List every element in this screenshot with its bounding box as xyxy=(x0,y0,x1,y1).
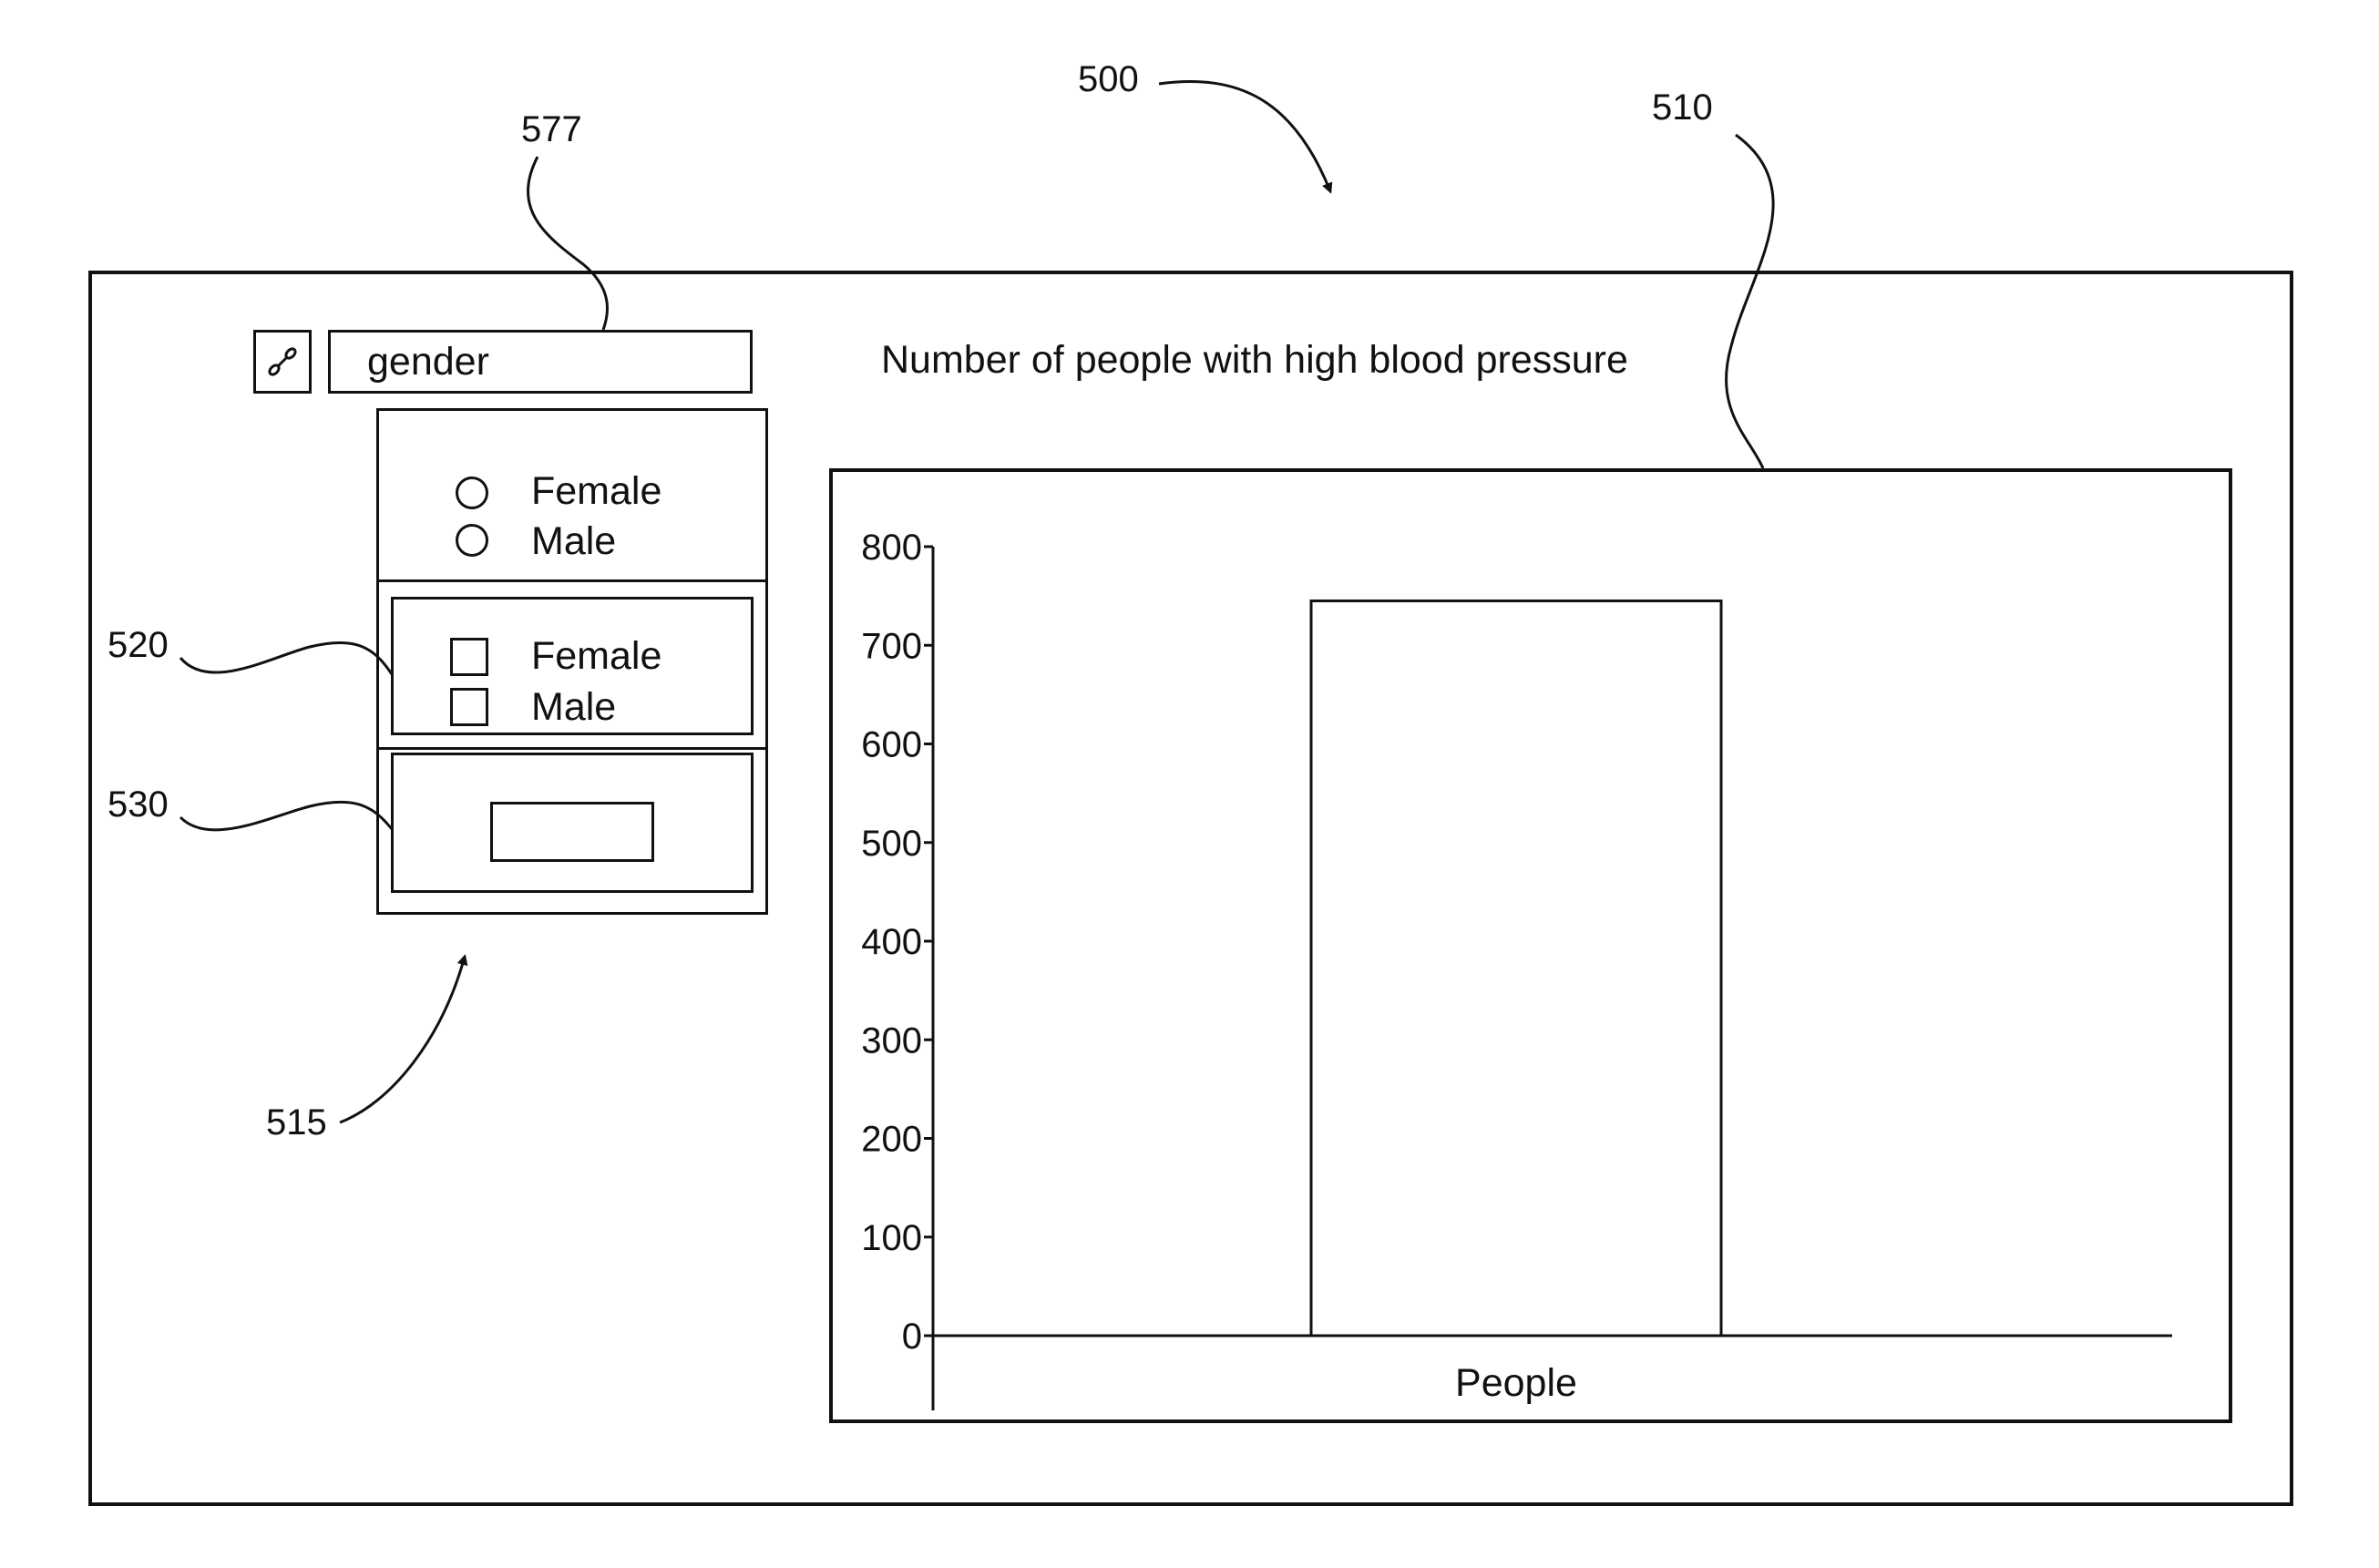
chart-panel: 0 100 200 300 400 500 600 700 800 People xyxy=(829,468,2232,1423)
x-axis: People xyxy=(933,1336,2172,1405)
bar xyxy=(1311,601,1721,1336)
ref-510: 510 xyxy=(1652,89,1713,126)
link-icon xyxy=(264,343,301,380)
y-tick-label: 500 xyxy=(861,824,922,864)
filter-panel: Female Male Female Male xyxy=(376,408,768,915)
radio-female[interactable] xyxy=(456,477,488,509)
bars xyxy=(1311,601,1721,1336)
ref-500: 500 xyxy=(1078,61,1139,97)
leader-500 xyxy=(1159,82,1330,191)
chart-title: Number of people with high blood pressur… xyxy=(881,341,1628,380)
radio-female-label: Female xyxy=(531,472,661,511)
y-tick-label: 700 xyxy=(861,626,922,666)
y-tick-label: 600 xyxy=(861,725,922,765)
link-button[interactable] xyxy=(253,330,312,394)
bar-chart: 0 100 200 300 400 500 600 700 800 People xyxy=(833,472,2229,1419)
y-axis: 0 100 200 300 400 500 600 700 800 xyxy=(861,528,933,1410)
y-tick-label: 100 xyxy=(861,1218,922,1258)
panel-divider xyxy=(379,579,765,582)
x-category-label: People xyxy=(1455,1361,1577,1405)
ref-577: 577 xyxy=(521,111,582,148)
radio-male-label: Male xyxy=(531,522,616,561)
y-tick-label: 400 xyxy=(861,922,922,962)
radio-male[interactable] xyxy=(456,524,488,557)
y-tick-label: 200 xyxy=(861,1120,922,1160)
checkbox-female-label: Female xyxy=(531,637,661,676)
y-tick-label: 0 xyxy=(902,1317,922,1357)
checkbox-female[interactable] xyxy=(450,638,488,676)
checkbox-male[interactable] xyxy=(450,688,488,726)
value-input[interactable] xyxy=(490,802,654,862)
checkbox-male-label: Male xyxy=(531,688,616,727)
y-tick-label: 800 xyxy=(861,528,922,568)
field-selector-input[interactable]: gender xyxy=(328,330,753,394)
y-tick-label: 300 xyxy=(861,1020,922,1061)
panel-divider xyxy=(379,747,765,750)
